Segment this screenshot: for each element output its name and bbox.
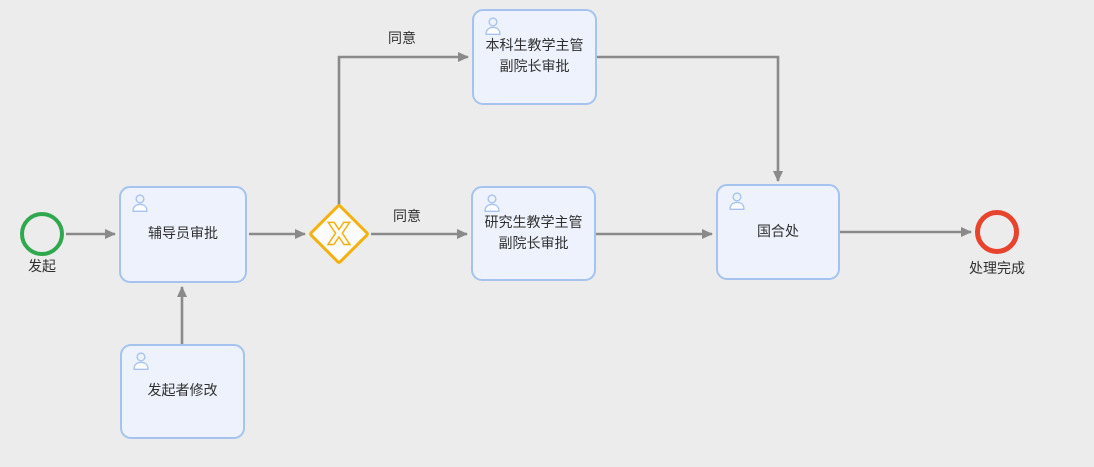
task-label: 本科生教学主管副院长审批: [485, 38, 584, 75]
start-event-label: 发起: [28, 259, 56, 275]
task-international-office[interactable]: 国合处: [716, 184, 840, 280]
start-event[interactable]: [20, 212, 64, 256]
task-undergrad-vicedean-approval[interactable]: 本科生教学主管副院长审批: [472, 9, 597, 105]
task-initiator-modify[interactable]: 发起者修改: [120, 344, 245, 439]
end-event-label: 处理完成: [969, 261, 1025, 277]
task-label: 研究生教学主管副院长审批: [484, 214, 583, 252]
connector-undergrad-to-international: [597, 55, 783, 182]
task-label: 发起者修改: [147, 383, 218, 399]
exclusive-gateway[interactable]: X: [307, 202, 371, 266]
task-label: 辅导员审批: [148, 226, 218, 242]
edge-label-agree-top: 同意: [388, 31, 416, 47]
edge-label-agree-middle: 同意: [393, 209, 421, 225]
user-icon: [133, 352, 149, 370]
gateway-x-marker: X: [327, 217, 352, 254]
task-counselor-approval[interactable]: 辅导员审批: [119, 186, 247, 283]
connector-gateway-to-undergrad: [337, 52, 469, 205]
svg-text:X: X: [327, 218, 350, 253]
end-event[interactable]: [975, 210, 1019, 254]
user-icon: [729, 192, 745, 210]
user-icon: [132, 194, 148, 212]
task-label: 国合处: [757, 223, 799, 240]
task-graduate-vicedean-approval[interactable]: 研究生教学主管副院长审批: [471, 186, 596, 281]
user-icon: [484, 194, 500, 212]
user-icon: [485, 17, 501, 35]
